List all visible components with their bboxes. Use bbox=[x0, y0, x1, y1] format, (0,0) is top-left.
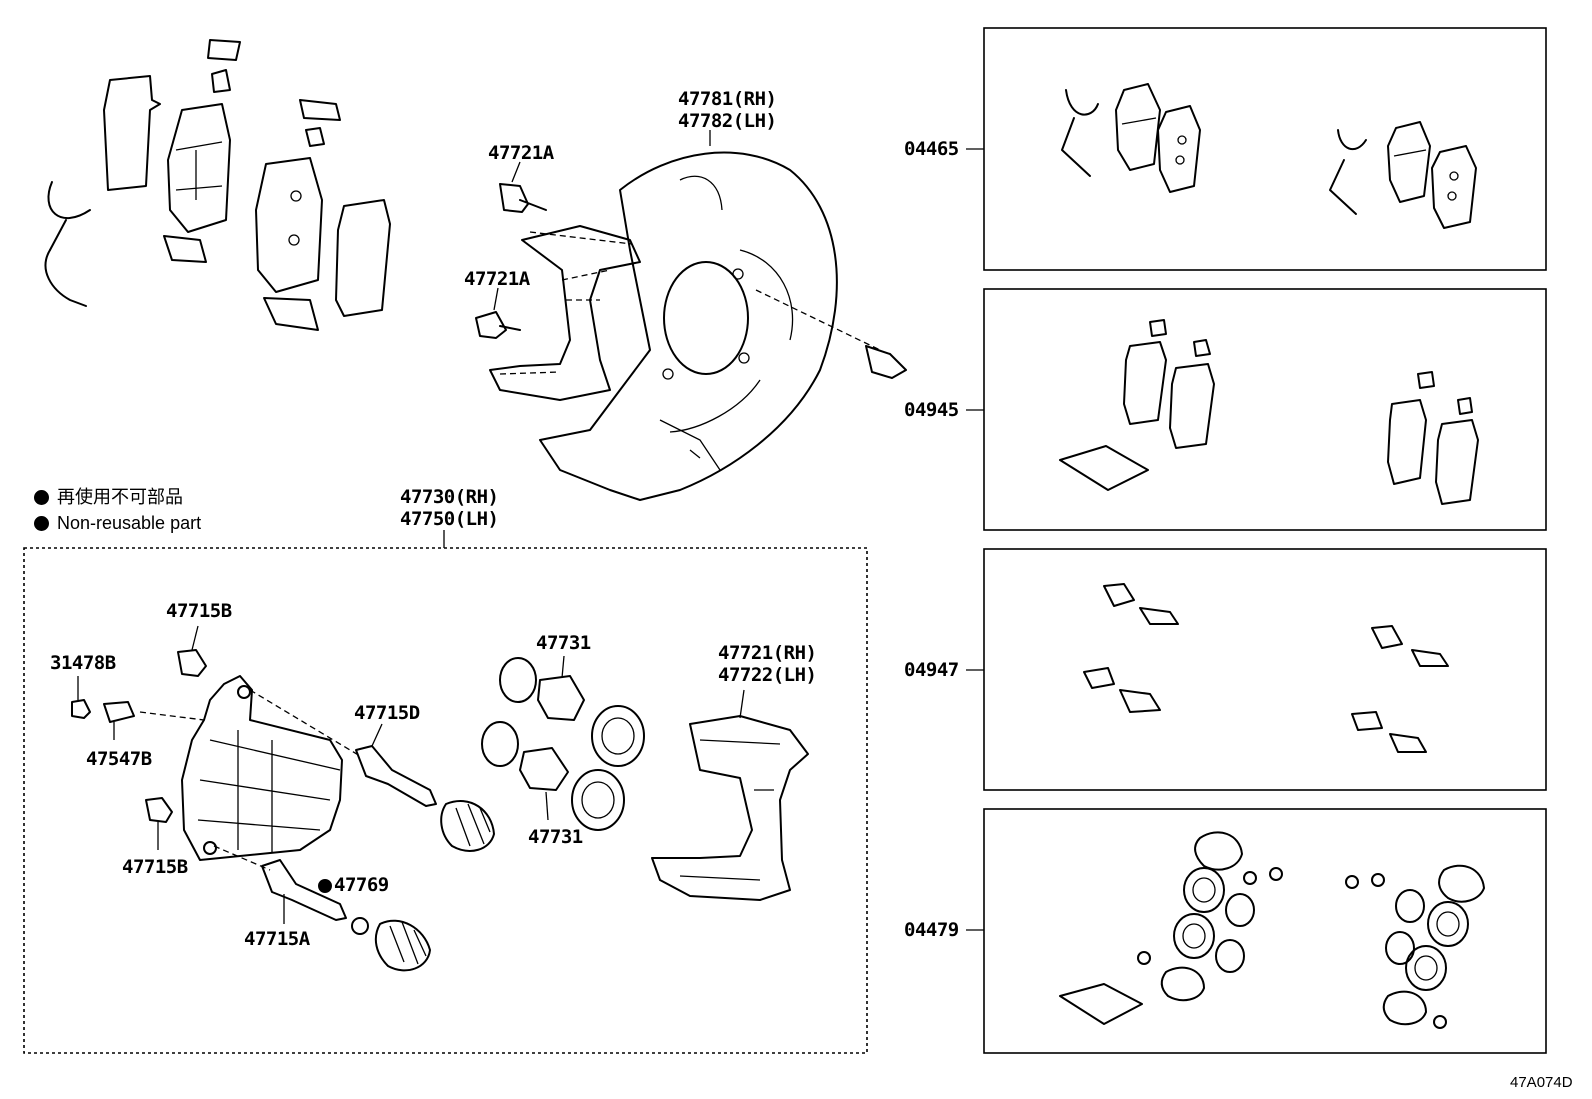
label-47722: 47722(LH) bbox=[718, 664, 817, 686]
diagram-code: 47A074D bbox=[1510, 1074, 1573, 1091]
label-47715B-top: 47715B bbox=[166, 600, 232, 622]
label-47781: 47781(RH) bbox=[678, 88, 777, 110]
kit-box-04479 bbox=[983, 808, 1547, 1054]
legend-line-jp: 再使用不可部品 bbox=[34, 486, 183, 508]
disc-brake-dust-cover-illustration bbox=[475, 151, 907, 501]
legend-line-en: Non-reusable part bbox=[34, 512, 201, 534]
label-47731-top: 47731 bbox=[536, 632, 591, 654]
label-47715B-bottom: 47715B bbox=[122, 856, 188, 878]
label-47750: 47750(LH) bbox=[400, 508, 499, 530]
label-47782: 47782(LH) bbox=[678, 110, 777, 132]
caliper-assembly-frame bbox=[23, 547, 868, 1054]
label-47715A: 47715A bbox=[244, 928, 310, 950]
label-47731-bottom: 47731 bbox=[528, 826, 583, 848]
kit-04465-illustration bbox=[1061, 83, 1477, 229]
kit-box-04947 bbox=[983, 548, 1547, 791]
label-47769: 47769 bbox=[318, 874, 389, 896]
kit-box-04945 bbox=[983, 288, 1547, 531]
kit-label-04945: 04945 bbox=[904, 399, 959, 421]
label-47721A-upper: 47721A bbox=[488, 142, 554, 164]
legend-dot-icon bbox=[34, 490, 49, 505]
legend-text-en: Non-reusable part bbox=[57, 513, 202, 533]
kit-04479-illustration bbox=[1059, 831, 1485, 1029]
label-47715D: 47715D bbox=[354, 702, 420, 724]
non-reusable-dot-icon bbox=[318, 879, 332, 893]
pad-set-illustration bbox=[44, 39, 391, 331]
legend-dot-icon bbox=[34, 516, 49, 531]
kit-04945-illustration bbox=[1059, 319, 1479, 505]
kit-box-04465 bbox=[983, 27, 1547, 271]
label-47730: 47730(RH) bbox=[400, 486, 499, 508]
label-47721: 47721(RH) bbox=[718, 642, 817, 664]
label-31478B: 31478B bbox=[50, 652, 116, 674]
label-47721A-lower: 47721A bbox=[464, 268, 530, 290]
label-47769-text: 47769 bbox=[334, 874, 389, 896]
kit-label-04479: 04479 bbox=[904, 919, 959, 941]
kit-label-04465: 04465 bbox=[904, 138, 959, 160]
legend-text-jp: 再使用不可部品 bbox=[57, 487, 183, 507]
label-47547B: 47547B bbox=[86, 748, 152, 770]
caliper-assembly-illustration bbox=[71, 649, 809, 972]
kit-04947-illustration bbox=[1083, 583, 1449, 753]
kit-label-04947: 04947 bbox=[904, 659, 959, 681]
leader-lines bbox=[77, 130, 745, 924]
